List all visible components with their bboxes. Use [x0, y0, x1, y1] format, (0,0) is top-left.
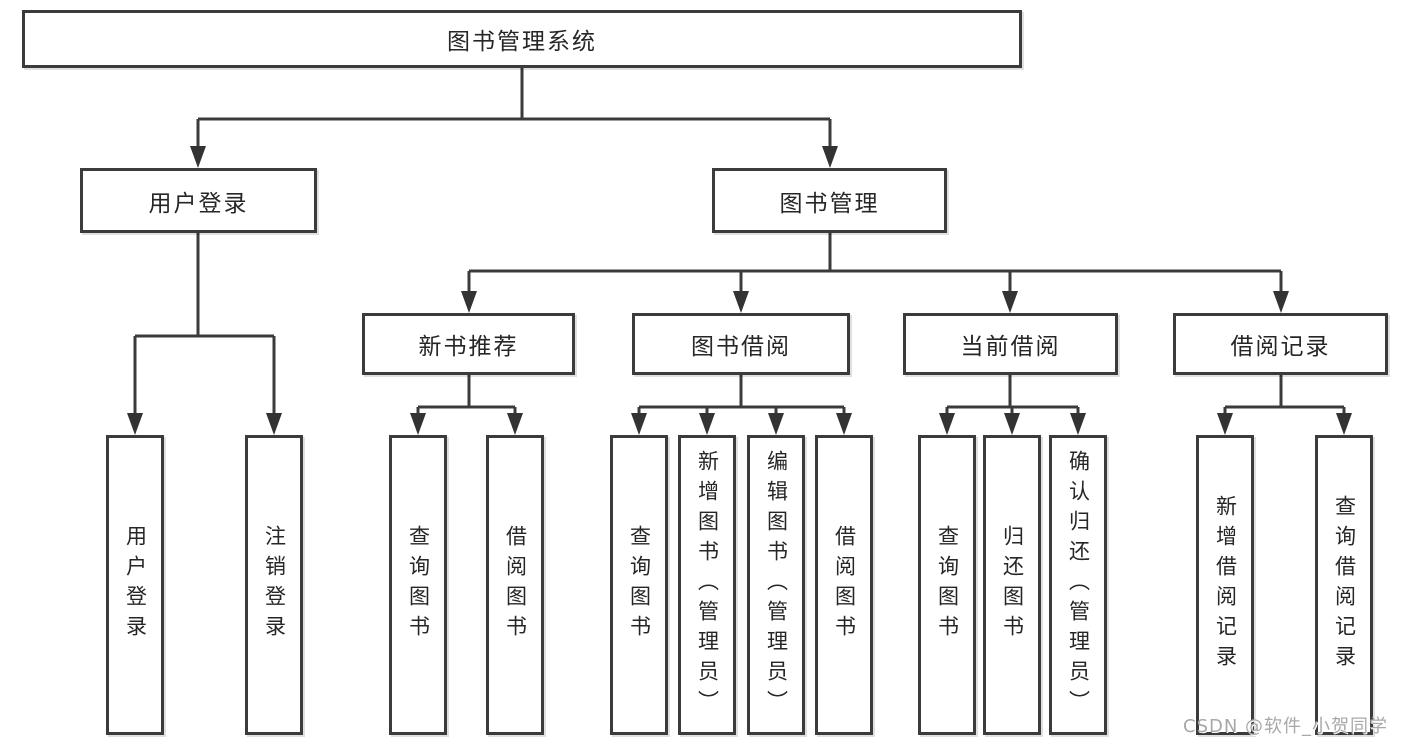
leaf-confirm-return-admin: 确认归还（管理员）	[1049, 435, 1107, 735]
leaf-edit-book-admin: 编辑图书（管理员）	[747, 435, 805, 735]
leaf-query-books-borrow: 查询图书	[610, 435, 668, 735]
leaf-query-books-recommend: 查询图书	[389, 435, 447, 735]
leaf-add-book-admin: 新增图书（管理员）	[678, 435, 736, 735]
leaf-query-borrow-record: 查询借阅记录	[1315, 435, 1373, 735]
node-library-management-system: 图书管理系统	[22, 10, 1022, 68]
node-new-book-recommendation: 新书推荐	[362, 313, 575, 375]
leaf-logout: 注销登录	[245, 435, 303, 735]
node-user-login: 用户登录	[80, 168, 317, 233]
node-book-management: 图书管理	[712, 168, 947, 233]
leaf-return-books: 归还图书	[983, 435, 1041, 735]
node-current-borrowing: 当前借阅	[903, 313, 1118, 375]
leaf-user-login: 用户登录	[106, 435, 164, 735]
leaf-borrow-books: 借阅图书	[815, 435, 873, 735]
watermark-csdn: CSDN @软件_小贺同学	[1183, 716, 1389, 737]
leaf-add-borrow-record: 新增借阅记录	[1196, 435, 1254, 735]
node-borrowing-records: 借阅记录	[1173, 313, 1388, 375]
leaf-query-books-current: 查询图书	[918, 435, 976, 735]
leaf-borrow-books-recommend: 借阅图书	[486, 435, 544, 735]
node-book-borrowing: 图书借阅	[632, 313, 850, 375]
